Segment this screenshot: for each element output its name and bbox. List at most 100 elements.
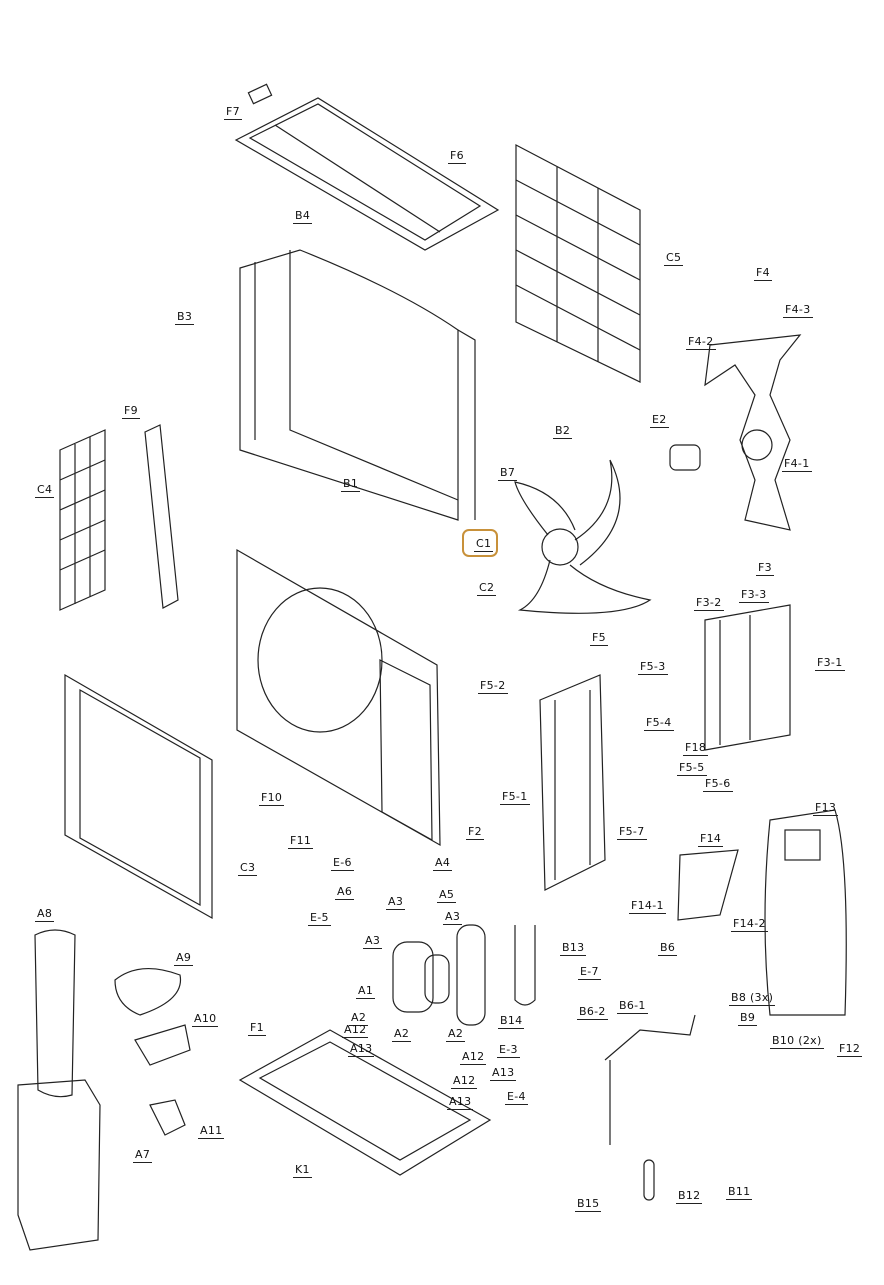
control-box-f5	[539, 674, 606, 891]
part-label-c5[interactable]: C5	[664, 251, 684, 266]
part-label-f4-1[interactable]: F4-1	[782, 457, 812, 472]
part-label-b3[interactable]: B3	[175, 310, 195, 325]
part-label-f14-2[interactable]: F14-2	[731, 917, 768, 932]
part-label-a8[interactable]: A8	[35, 907, 55, 922]
part-label-f10[interactable]: F10	[259, 791, 285, 806]
sub-board-f14	[677, 849, 739, 921]
part-label-b6[interactable]: B6	[658, 941, 678, 956]
part-label-a10[interactable]: A10	[192, 1012, 219, 1027]
pipe-assembly-b6	[604, 1014, 696, 1145]
right-cover-f13	[764, 809, 847, 1016]
part-label-f9[interactable]: F9	[122, 404, 140, 419]
part-label-f7[interactable]: F7	[224, 105, 242, 120]
part-label-b8-3x[interactable]: B8 (3x)	[729, 991, 776, 1006]
part-label-a11[interactable]: A11	[198, 1124, 225, 1139]
plate-a11	[149, 1099, 186, 1136]
part-label-c1[interactable]: C1	[474, 537, 494, 552]
part-label-e-3[interactable]: E-3	[497, 1043, 520, 1058]
part-label-a3[interactable]: A3	[386, 895, 406, 910]
part-label-f6[interactable]: F6	[448, 149, 466, 164]
pipe-b13	[514, 925, 536, 1006]
part-label-a7[interactable]: A7	[133, 1148, 153, 1163]
part-label-a12[interactable]: A12	[342, 1023, 369, 1038]
compressor-a1	[392, 941, 450, 1013]
part-label-a1[interactable]: A1	[356, 984, 376, 999]
part-label-e-4[interactable]: E-4	[505, 1090, 528, 1105]
part-label-b1[interactable]: B1	[341, 477, 361, 492]
part-label-f14-1[interactable]: F14-1	[629, 899, 666, 914]
part-label-e2[interactable]: E2	[650, 413, 669, 428]
top-panel-f6	[234, 97, 500, 251]
part-label-c2[interactable]: C2	[477, 581, 497, 596]
heat-exchanger-coil-b1	[239, 249, 476, 521]
part-label-f1[interactable]: F1	[248, 1021, 266, 1036]
part-label-f3[interactable]: F3	[756, 561, 774, 576]
part-label-a12[interactable]: A12	[451, 1074, 478, 1089]
part-label-f13[interactable]: F13	[813, 801, 839, 816]
part-label-f5-3[interactable]: F5-3	[638, 660, 668, 675]
part-label-a4[interactable]: A4	[433, 856, 453, 871]
part-label-e-6[interactable]: E-6	[331, 856, 354, 871]
pipe-b15	[643, 1159, 655, 1201]
part-label-f4-3[interactable]: F4-3	[783, 303, 813, 318]
part-label-f5[interactable]: F5	[590, 631, 608, 646]
half-cover-a8	[34, 929, 76, 1098]
part-label-f5-6[interactable]: F5-6	[703, 777, 733, 792]
part-label-a3[interactable]: A3	[363, 934, 383, 949]
part-label-f3-3[interactable]: F3-3	[739, 588, 769, 603]
part-label-b12[interactable]: B12	[676, 1189, 703, 1204]
part-label-a13[interactable]: A13	[490, 1066, 517, 1081]
part-label-f11[interactable]: F11	[288, 834, 314, 849]
part-label-b10-2x[interactable]: B10 (2x)	[770, 1034, 824, 1049]
part-label-a12[interactable]: A12	[460, 1050, 487, 1065]
part-label-f5-2[interactable]: F5-2	[478, 679, 508, 694]
front-panel-f2	[236, 548, 441, 847]
part-label-b14[interactable]: B14	[498, 1014, 525, 1029]
part-label-b13[interactable]: B13	[560, 941, 587, 956]
part-label-b6-2[interactable]: B6-2	[577, 1005, 608, 1020]
part-label-f14[interactable]: F14	[698, 832, 724, 847]
part-label-f18[interactable]: F18	[683, 741, 709, 756]
part-label-f5-7[interactable]: F5-7	[617, 825, 647, 840]
highlight-box-c1	[462, 529, 498, 557]
part-label-a13[interactable]: A13	[447, 1095, 474, 1110]
part-label-a9[interactable]: A9	[174, 951, 194, 966]
plate-a9	[114, 967, 182, 1016]
part-label-f12[interactable]: F12	[837, 1042, 863, 1057]
part-label-a5[interactable]: A5	[437, 888, 457, 903]
part-label-f5-1[interactable]: F5-1	[500, 790, 530, 805]
part-label-f3-2[interactable]: F3-2	[694, 596, 724, 611]
part-label-b11[interactable]: B11	[726, 1185, 753, 1200]
part-label-f4[interactable]: F4	[754, 266, 772, 281]
part-label-c3[interactable]: C3	[238, 861, 258, 876]
part-label-e-7[interactable]: E-7	[578, 965, 601, 980]
part-label-b6-1[interactable]: B6-1	[617, 999, 648, 1014]
part-label-a3[interactable]: A3	[443, 910, 463, 925]
part-label-a6[interactable]: A6	[335, 885, 355, 900]
part-label-f2[interactable]: F2	[466, 825, 484, 840]
fin-guard-c5	[515, 144, 641, 383]
pillar-f9	[144, 424, 179, 609]
part-label-b7[interactable]: B7	[498, 466, 518, 481]
part-label-c4[interactable]: C4	[35, 483, 55, 498]
part-label-b2[interactable]: B2	[553, 424, 573, 439]
plate-a10	[134, 1024, 191, 1066]
part-label-b4[interactable]: B4	[293, 209, 313, 224]
part-label-f5-5[interactable]: F5-5	[677, 761, 707, 776]
part-label-f3-1[interactable]: F3-1	[815, 656, 845, 671]
part-label-a2[interactable]: A2	[349, 1011, 369, 1026]
handle-f7	[247, 83, 273, 105]
part-label-a2[interactable]: A2	[392, 1027, 412, 1042]
part-label-e-5[interactable]: E-5	[308, 911, 331, 926]
part-label-k1[interactable]: K1	[293, 1163, 312, 1178]
part-label-a13[interactable]: A13	[348, 1042, 375, 1057]
part-label-b9[interactable]: B9	[738, 1011, 758, 1026]
part-label-f4-2[interactable]: F4-2	[686, 335, 716, 350]
part-label-f5-4[interactable]: F5-4	[644, 716, 674, 731]
partition-f3	[704, 604, 791, 751]
part-label-a2[interactable]: A2	[446, 1027, 466, 1042]
motor-bracket-f4	[704, 334, 802, 531]
part-label-b15[interactable]: B15	[575, 1197, 602, 1212]
